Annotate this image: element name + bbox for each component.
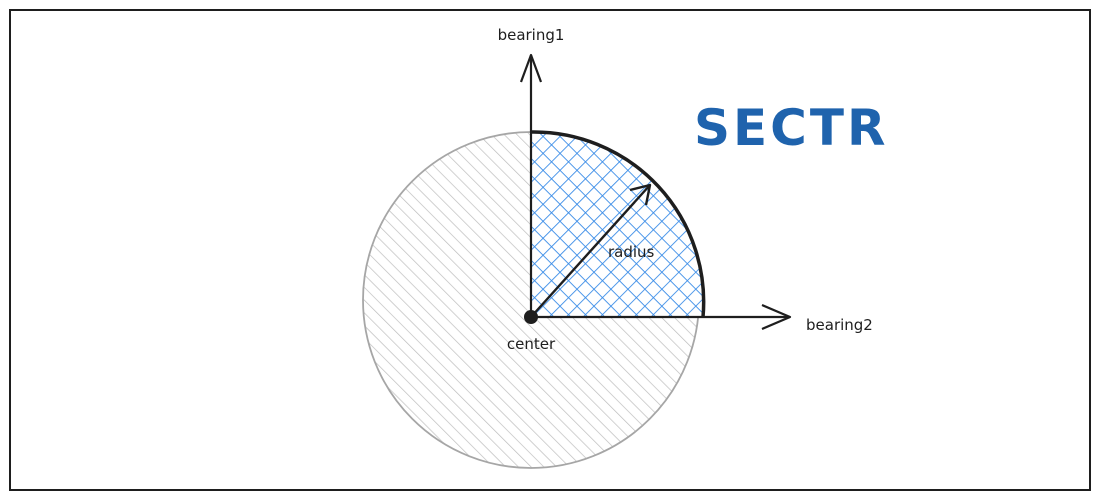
bearing1-label: bearing1 xyxy=(498,26,565,44)
frame-border xyxy=(9,9,1091,491)
radius-label: radius xyxy=(608,243,655,261)
title: SECTR xyxy=(694,99,888,157)
center-point xyxy=(524,310,538,324)
bearing2-label: bearing2 xyxy=(806,316,873,334)
bearing1-arrowhead xyxy=(519,53,543,83)
radius-arrow xyxy=(530,184,651,318)
bearing2-arrowhead xyxy=(761,303,792,331)
sector-arc xyxy=(530,130,706,318)
center-label: center xyxy=(507,335,556,353)
radius-arrowhead xyxy=(629,183,652,206)
